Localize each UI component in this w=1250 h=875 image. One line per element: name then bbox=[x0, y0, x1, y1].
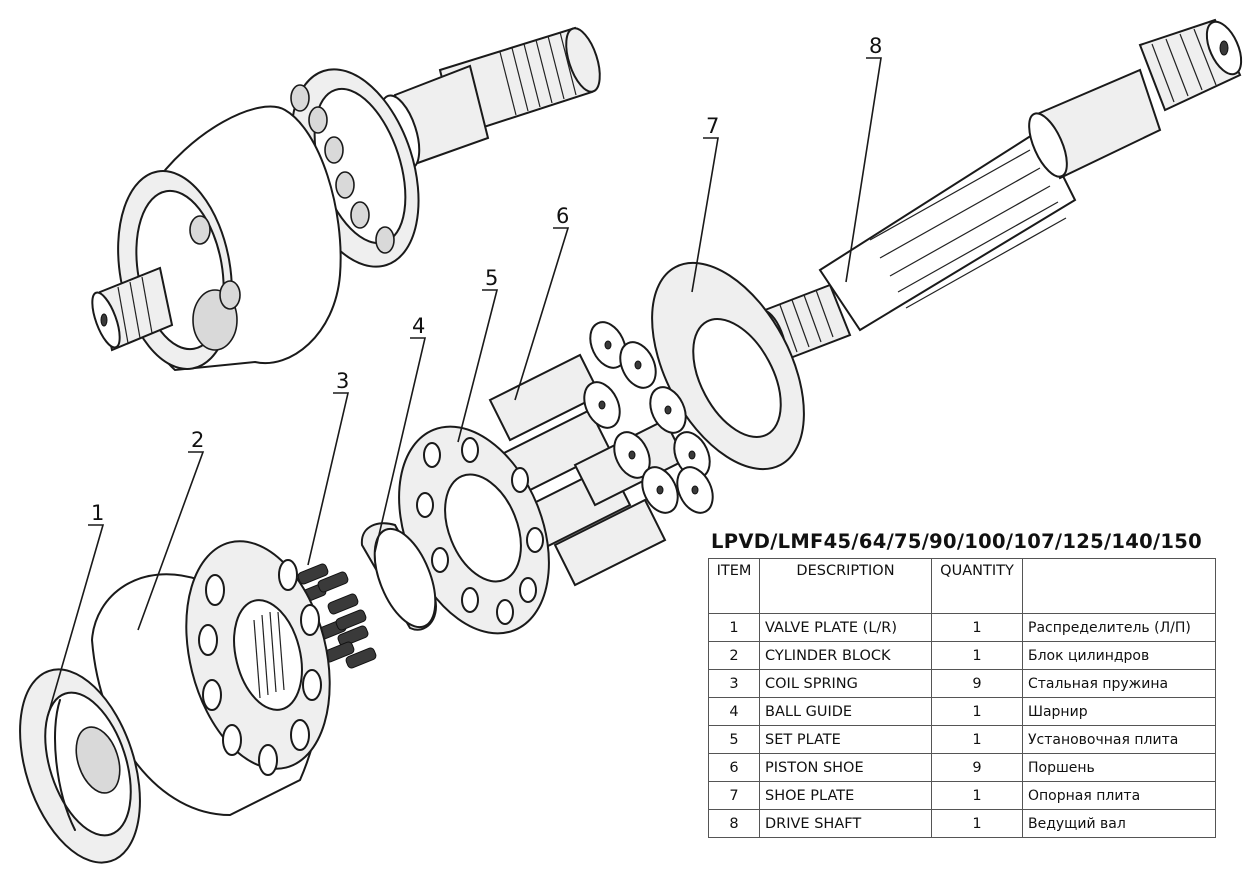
row-description: SET PLATE bbox=[759, 725, 932, 754]
row-description: PISTON SHOE bbox=[759, 753, 932, 782]
row-description: BALL GUIDE bbox=[759, 697, 932, 726]
leader-lines bbox=[47, 57, 882, 716]
row-quantity: 1 bbox=[931, 781, 1023, 810]
part-cylinder-block bbox=[90, 540, 331, 817]
callout-3: 3 bbox=[336, 369, 349, 393]
table-row: 7 SHOE PLATE 1 Опорная плита bbox=[708, 781, 1216, 810]
row-description: COIL SPRING bbox=[759, 669, 932, 698]
row-item: 7 bbox=[708, 781, 760, 810]
row-quantity: 1 bbox=[931, 641, 1023, 670]
table-title: LPVD/LMF45/64/75/90/100/107/125/140/150 bbox=[711, 530, 1203, 553]
callout-5: 5 bbox=[485, 266, 498, 290]
part-ball-guide bbox=[360, 522, 437, 631]
callout-8: 8 bbox=[869, 34, 882, 58]
header-item: ITEM bbox=[708, 558, 760, 614]
row-russian: Стальная пружина bbox=[1022, 669, 1216, 698]
row-quantity: 1 bbox=[931, 725, 1023, 754]
row-item: 8 bbox=[708, 809, 760, 838]
row-russian: Ведущий вал bbox=[1022, 809, 1216, 838]
row-item: 1 bbox=[708, 613, 760, 642]
row-item: 5 bbox=[708, 725, 760, 754]
assembled-pump bbox=[91, 26, 601, 372]
header-description: DESCRIPTION bbox=[759, 558, 932, 614]
callouts: 1 2 3 4 5 6 7 8 bbox=[91, 34, 882, 525]
row-item: 4 bbox=[708, 697, 760, 726]
assembled-input-shaft bbox=[91, 266, 174, 352]
part-drive-shaft bbox=[757, 18, 1243, 362]
row-item: 6 bbox=[708, 753, 760, 782]
part-valve-plate bbox=[19, 668, 141, 864]
row-russian: Распределитель (Л/П) bbox=[1022, 613, 1216, 642]
row-russian: Поршень bbox=[1022, 753, 1216, 782]
row-quantity: 1 bbox=[931, 809, 1023, 838]
table-row: 3 COIL SPRING 9 Стальная пружина bbox=[708, 669, 1216, 698]
parts-table: ITEM DESCRIPTION QUANTITY 1 VALVE PLATE … bbox=[708, 558, 1216, 838]
part-shoe-plate bbox=[651, 261, 805, 471]
row-russian: Опорная плита bbox=[1022, 781, 1216, 810]
callout-2: 2 bbox=[191, 428, 204, 452]
row-russian: Установочная плита bbox=[1022, 725, 1216, 754]
header-quantity: QUANTITY bbox=[931, 558, 1023, 614]
row-quantity: 9 bbox=[931, 669, 1023, 698]
callout-1: 1 bbox=[91, 501, 104, 525]
table-row: 8 DRIVE SHAFT 1 Ведущий вал bbox=[708, 809, 1216, 838]
row-description: SHOE PLATE bbox=[759, 781, 932, 810]
row-description: VALVE PLATE (L/R) bbox=[759, 613, 932, 642]
callout-4: 4 bbox=[412, 314, 425, 338]
row-quantity: 1 bbox=[931, 613, 1023, 642]
callout-6: 6 bbox=[556, 204, 569, 228]
assembled-housing bbox=[117, 105, 342, 372]
row-russian: Блок цилиндров bbox=[1022, 641, 1216, 670]
table-row: 5 SET PLATE 1 Установочная плита bbox=[708, 725, 1216, 754]
callout-7: 7 bbox=[706, 114, 719, 138]
row-russian: Шарнир bbox=[1022, 697, 1216, 726]
table-header-row: ITEM DESCRIPTION QUANTITY bbox=[708, 558, 1216, 614]
row-description: DRIVE SHAFT bbox=[759, 809, 932, 838]
table-row: 6 PISTON SHOE 9 Поршень bbox=[708, 753, 1216, 782]
table-row: 1 VALVE PLATE (L/R) 1 Распределитель (Л/… bbox=[708, 613, 1216, 642]
row-item: 3 bbox=[708, 669, 760, 698]
row-description: CYLINDER BLOCK bbox=[759, 641, 932, 670]
row-quantity: 9 bbox=[931, 753, 1023, 782]
table-row: 4 BALL GUIDE 1 Шарнир bbox=[708, 697, 1216, 726]
row-quantity: 1 bbox=[931, 697, 1023, 726]
row-item: 2 bbox=[708, 641, 760, 670]
header-russian bbox=[1022, 558, 1216, 614]
part-set-plate bbox=[398, 425, 550, 635]
table-row: 2 CYLINDER BLOCK 1 Блок цилиндров bbox=[708, 641, 1216, 670]
